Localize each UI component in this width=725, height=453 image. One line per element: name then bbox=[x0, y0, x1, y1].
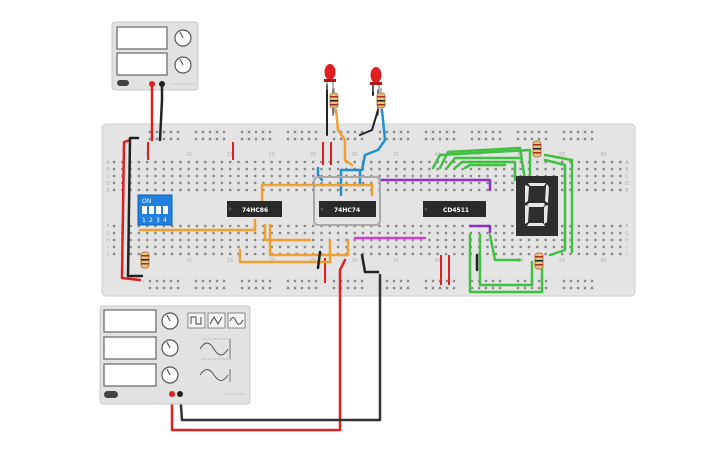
row-letter: F bbox=[107, 224, 110, 230]
column-number: 15 bbox=[227, 258, 233, 264]
column-number: 25 bbox=[310, 152, 316, 158]
power-toggle[interactable] bbox=[117, 80, 129, 86]
column-number: 60 bbox=[601, 152, 607, 158]
row-letter: B bbox=[106, 167, 110, 173]
column-number: 30 bbox=[352, 258, 358, 264]
row-letter: I bbox=[626, 245, 627, 251]
dip-switch-toggle[interactable] bbox=[156, 206, 161, 214]
row-letter: C bbox=[625, 174, 629, 180]
row-letter: G bbox=[625, 231, 629, 237]
triangle-wave-button[interactable] bbox=[207, 312, 226, 329]
square-wave-button[interactable] bbox=[187, 312, 206, 329]
seven-segment-display[interactable]: 8 bbox=[0, 0, 558, 236]
column-number: 35 bbox=[393, 152, 399, 158]
amplitude-display bbox=[103, 336, 157, 360]
row-letter: G bbox=[106, 231, 110, 237]
resistor[interactable] bbox=[534, 252, 544, 270]
row-letter: H bbox=[106, 238, 110, 244]
chip-selection-outline bbox=[313, 176, 381, 226]
resistor[interactable] bbox=[376, 88, 386, 113]
row-letter: C bbox=[106, 174, 110, 180]
column-number: 20 bbox=[269, 152, 275, 158]
generator-positive-terminal[interactable] bbox=[169, 391, 175, 397]
dip-switch-number: 1 bbox=[142, 217, 146, 224]
chip-label: CD4511 bbox=[443, 207, 469, 214]
row-letter: E bbox=[106, 188, 109, 194]
row-letter: A bbox=[106, 160, 110, 166]
row-letter: E bbox=[625, 188, 628, 194]
dip-switch-on-label: ON bbox=[142, 198, 151, 205]
row-letter: J bbox=[106, 252, 108, 258]
column-number: 55 bbox=[559, 258, 565, 264]
row-letter: F bbox=[626, 224, 629, 230]
power-supply[interactable] bbox=[111, 21, 199, 91]
resistor[interactable] bbox=[532, 140, 542, 158]
column-number: 35 bbox=[393, 258, 399, 264]
column-number: 10 bbox=[186, 258, 192, 264]
row-letter: B bbox=[625, 167, 629, 173]
chip-label: 74HC74 bbox=[334, 207, 360, 214]
column-number: 40 bbox=[435, 152, 441, 158]
sine-wave-button[interactable] bbox=[227, 312, 246, 329]
power-supply-display-voltage bbox=[116, 26, 168, 50]
offset-display bbox=[103, 363, 157, 387]
column-number: 15 bbox=[227, 152, 233, 158]
dip-switch-number: 2 bbox=[149, 217, 153, 224]
resistor[interactable] bbox=[140, 251, 150, 269]
row-letter: J bbox=[625, 252, 627, 258]
dip-switch-toggle[interactable] bbox=[142, 206, 147, 214]
row-letter: H bbox=[625, 238, 629, 244]
dip-switch-number: 3 bbox=[156, 217, 160, 224]
led[interactable] bbox=[324, 64, 336, 90]
offset-waveform-icon bbox=[199, 369, 231, 382]
power-supply-display-current bbox=[116, 52, 168, 76]
frequency-display bbox=[103, 309, 157, 333]
column-number: 45 bbox=[476, 152, 482, 158]
chip-label: 74HC86 bbox=[242, 207, 268, 214]
amplitude-waveform-icon bbox=[199, 338, 232, 360]
resistor[interactable] bbox=[329, 88, 339, 113]
generator-power-toggle[interactable] bbox=[104, 391, 118, 398]
row-letter: D bbox=[625, 181, 629, 187]
wires[interactable] bbox=[120, 82, 574, 432]
generator-negative-terminal[interactable] bbox=[177, 391, 183, 397]
column-number: 40 bbox=[435, 258, 441, 264]
chip-74hc74[interactable]: 74HC74 bbox=[313, 176, 381, 226]
column-number: 10 bbox=[186, 152, 192, 158]
chip-cd4511[interactable]: CD4511 bbox=[423, 201, 486, 217]
column-number: 30 bbox=[352, 152, 358, 158]
row-letter: A bbox=[625, 160, 629, 166]
display-digit: 8 bbox=[0, 0, 1, 1]
row-letter: I bbox=[107, 245, 108, 251]
row-letter: D bbox=[106, 181, 110, 187]
column-number: 55 bbox=[559, 152, 565, 158]
dip-switch[interactable]: ON 1 2 3 4 bbox=[137, 194, 173, 226]
dip-switch-toggle[interactable] bbox=[163, 206, 168, 214]
function-generator[interactable] bbox=[99, 305, 251, 405]
led[interactable] bbox=[370, 67, 382, 92]
chip-74hc86[interactable]: 74HC86 bbox=[227, 201, 282, 217]
dip-switch-number: 4 bbox=[163, 217, 167, 224]
dip-switch-toggle[interactable] bbox=[149, 206, 154, 214]
column-number: 60 bbox=[601, 258, 607, 264]
